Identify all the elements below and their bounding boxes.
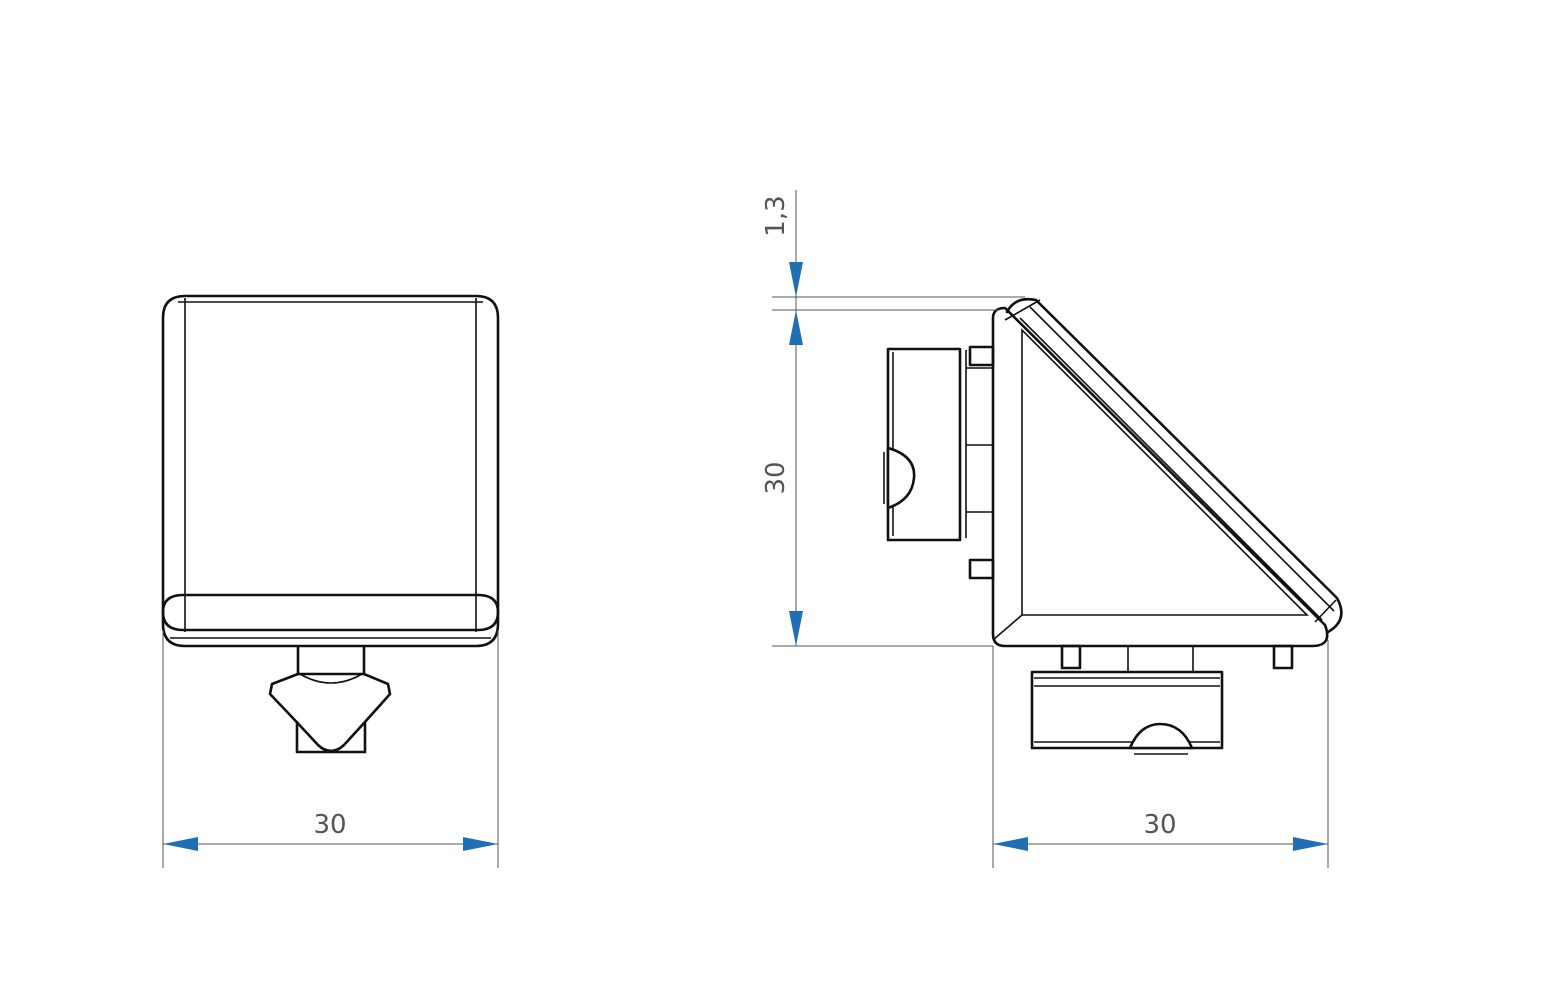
side-offset-label: 1,3 (761, 195, 791, 236)
front-view: 30 (161, 294, 500, 868)
side-height-label: 30 (761, 461, 791, 494)
side-offset-arrow (789, 262, 803, 297)
side-bottom-nut (1030, 670, 1224, 750)
front-nut-neck-curve (299, 673, 363, 684)
side-height-arrow-bottom (789, 611, 803, 646)
side-hypotenuse-line1 (1019, 317, 1323, 621)
front-lower-rim (161, 593, 500, 632)
side-hypotenuse-line2 (1029, 306, 1335, 612)
side-rim-cap-bottom (1314, 599, 1337, 623)
side-left-nut (886, 347, 962, 542)
front-nut-neck (296, 645, 366, 676)
side-rim-cap-top (1004, 299, 1041, 321)
front-width-arrow-right (463, 837, 498, 851)
side-left-pin-bottom (968, 558, 995, 580)
side-left-pin-top (968, 345, 995, 367)
front-cap-body (161, 294, 500, 648)
side-view: 30 1,3 30 (761, 190, 1343, 868)
side-bracket-outer (991, 306, 1329, 648)
front-nut-foot (295, 720, 367, 754)
side-height-arrow-top (789, 310, 803, 345)
side-inner-corner (992, 614, 1023, 641)
side-bottom-pin-left (1060, 644, 1082, 670)
side-width-arrow-right (1293, 837, 1328, 851)
front-width-label: 30 (313, 810, 346, 840)
side-bottom-nut-ball (1128, 722, 1194, 750)
front-nut-wings (268, 672, 392, 753)
side-width-arrow-left (993, 837, 1028, 851)
side-left-nut-ball (886, 446, 916, 510)
front-width-arrow-left (163, 837, 198, 851)
side-hypotenuse-rim (1005, 297, 1343, 634)
side-bottom-pin-right (1272, 644, 1294, 670)
side-width-label: 30 (1143, 810, 1176, 840)
side-bracket-inner (1021, 328, 1309, 616)
